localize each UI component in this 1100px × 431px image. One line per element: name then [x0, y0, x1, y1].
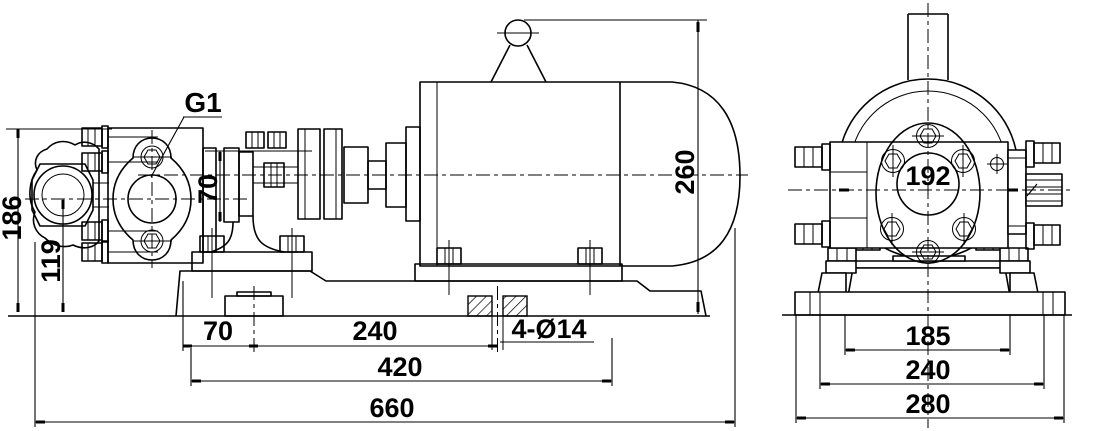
pump-foot — [191, 228, 313, 298]
dim-overall-width: 280 — [795, 315, 1065, 423]
pump-body — [25, 125, 247, 268]
dim-foot-offset-and-pitch: 70 240 4-Ø14 — [34, 228, 736, 427]
base-plate-end — [794, 291, 1066, 316]
dim-240-label: 240 — [352, 316, 397, 346]
side-view: G1 186 119 70 — [0, 19, 748, 427]
dim-base-length: 420 — [191, 352, 612, 383]
dim-186-label: 186 — [0, 195, 27, 240]
dim-280-label: 280 — [905, 389, 950, 419]
end-view: 192 185 240 280 — [782, 3, 1074, 428]
dim-192-label: 192 — [905, 161, 950, 191]
dim-holes-label: 4-Ø14 — [511, 314, 586, 344]
bearing-bracket — [205, 131, 312, 253]
dim-foot-pitch: 185 — [844, 315, 1011, 355]
dim-flange-offset: 70 — [193, 151, 223, 222]
dim-base-width: 240 — [819, 315, 1045, 389]
dim-420-label: 420 — [377, 352, 422, 382]
dim-119-label: 119 — [36, 239, 66, 283]
dim-body-width: 192 — [839, 161, 1018, 192]
vent-plug — [987, 154, 1007, 174]
dim-overall-length: 660 — [35, 393, 735, 424]
motor-body — [419, 19, 741, 267]
dim-660-label: 660 — [369, 393, 414, 423]
dim-70-label: 70 — [203, 316, 233, 346]
g1-label: G1 — [184, 87, 221, 118]
motor-foot — [414, 240, 623, 295]
dim-inlet-height: 119 — [36, 199, 66, 312]
dim-motor-height: 260 — [524, 19, 707, 314]
anchor-hole-section — [467, 286, 528, 354]
dim-260-label: 260 — [670, 149, 700, 194]
support-feet — [782, 237, 1072, 316]
lifting-eye — [490, 19, 547, 83]
dim-70v-label: 70 — [193, 174, 223, 204]
shaft-coupling — [297, 126, 421, 222]
baseplate — [8, 270, 710, 354]
dim-overall-height: 186 — [0, 128, 112, 312]
side-bolts — [794, 140, 1061, 250]
dim-185-label: 185 — [905, 321, 950, 351]
dim-240-end-label: 240 — [905, 355, 950, 385]
pump-inlet-fitting — [29, 140, 109, 249]
port-label-g1: G1 — [150, 87, 222, 178]
pump-body-end — [794, 122, 1063, 264]
